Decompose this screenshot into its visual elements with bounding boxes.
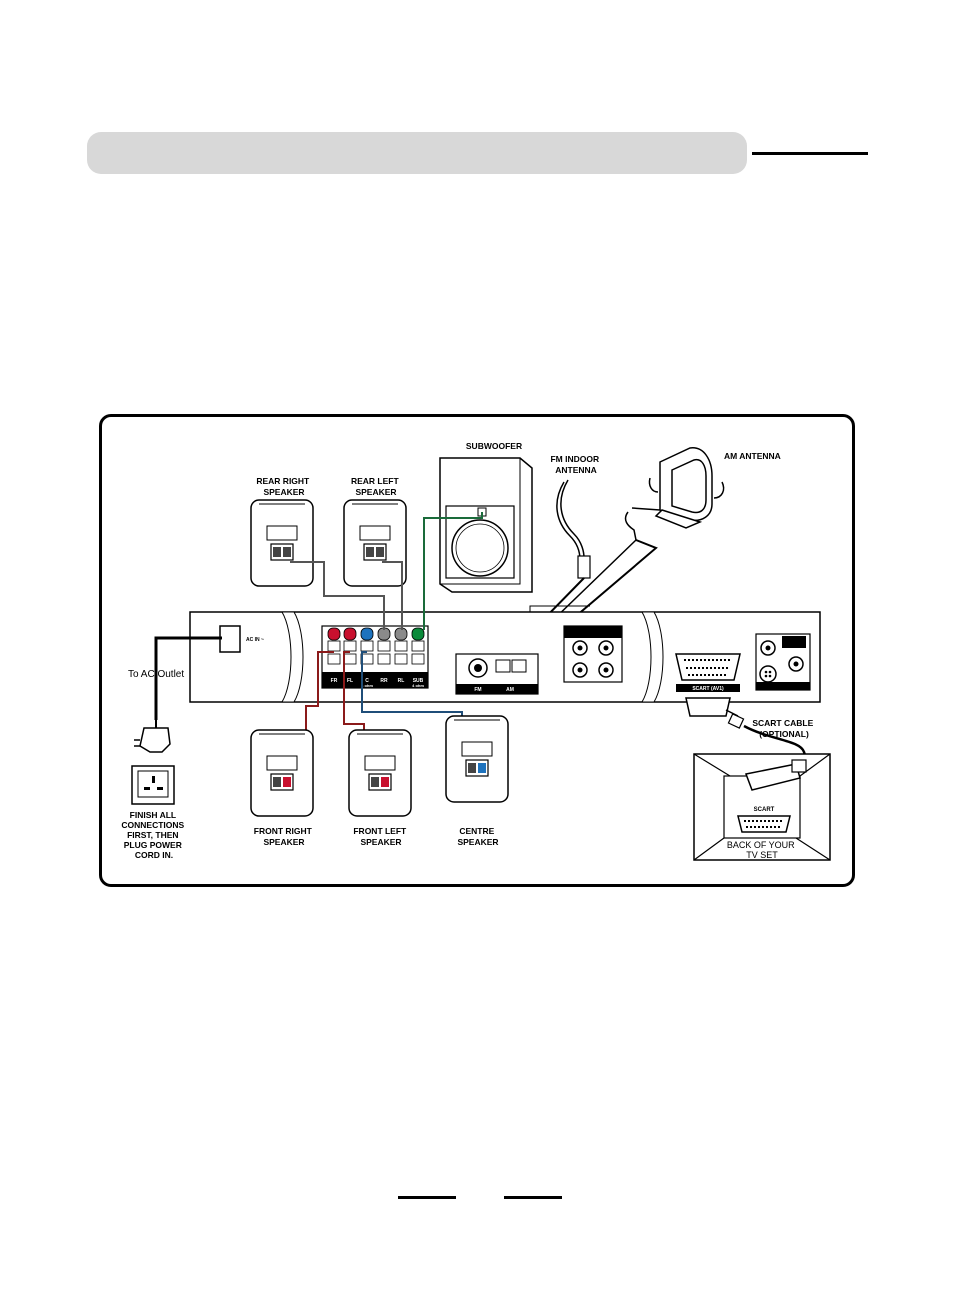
- back-of-tv: [693, 753, 831, 861]
- centre-speaker: [445, 715, 509, 803]
- front-left-speaker-label: FRONT LEFT SPEAKER: [353, 826, 408, 847]
- terminal-label-sub: SUB: [413, 678, 424, 684]
- subwoofer: [439, 457, 533, 593]
- rear-right-speaker: [250, 499, 314, 587]
- subwoofer-label: SUBWOOFER: [466, 441, 522, 451]
- rear-left-speaker-label: REAR LEFT SPEAKER: [351, 476, 401, 497]
- scart-cable-label: SCART CABLE (OPTIONAL): [752, 718, 815, 739]
- ac-outlet-label: To AC Outlet: [128, 669, 184, 680]
- fl-terminal-top: [343, 627, 357, 641]
- wall-socket: [131, 765, 175, 805]
- front-left-speaker: [348, 729, 412, 817]
- terminal-6ohm: 6 ohm: [361, 683, 373, 688]
- audio-out-jacks: [563, 625, 623, 683]
- am-terminal-label: AM: [506, 687, 514, 693]
- terminal-label-rr: RR: [380, 678, 388, 684]
- ac-in-label: AC IN ~: [246, 637, 264, 643]
- footer-rule-right: [504, 1196, 562, 1199]
- terminal-label-rl: RL: [398, 678, 405, 684]
- diagram-frame: [99, 414, 855, 887]
- rear-left-speaker: [343, 499, 407, 587]
- centre-speaker-label: CENTRE SPEAKER: [457, 826, 498, 847]
- terminal-label-c: C: [365, 678, 369, 684]
- c-terminal-top: [360, 627, 374, 641]
- tv-scart-label: SCART: [754, 807, 775, 813]
- terminal-label-fl: FL: [347, 678, 353, 684]
- sub-terminal-top: [411, 627, 425, 641]
- front-right-speaker: [250, 729, 314, 817]
- footer-rule-left: [398, 1196, 456, 1199]
- finish-connections-note: FINISH ALL CONNECTIONS FIRST, THEN PLUG …: [121, 810, 186, 860]
- speaker-terminal-block: FR FL C RR RL SUB 6 ohm 4 ohm: [321, 625, 429, 689]
- fm-terminal-label: FM: [474, 687, 481, 693]
- rear-right-speaker-label: REAR RIGHT SPEAKER: [256, 476, 311, 497]
- back-of-tv-label: BACK OF YOUR TV SET: [727, 840, 797, 860]
- unit-scart-label: SCART (AV1): [692, 686, 724, 692]
- video-out-jacks: [755, 633, 811, 691]
- header-rule: [752, 152, 868, 155]
- section-header-bar: [87, 132, 747, 174]
- fm-antenna-label: FM INDOOR ANTENNA: [550, 454, 601, 475]
- antenna-terminal-block: FM AM: [455, 653, 539, 695]
- fr-terminal-top: [327, 627, 341, 641]
- unit-scart-socket: SCART (AV1): [675, 653, 741, 692]
- am-antenna-label: AM ANTENNA: [724, 451, 781, 461]
- power-cord: [134, 636, 222, 753]
- front-right-speaker-label: FRONT RIGHT SPEAKER: [254, 826, 314, 847]
- terminal-4ohm: 4 ohm: [412, 683, 424, 688]
- terminal-label-fr: FR: [331, 678, 338, 684]
